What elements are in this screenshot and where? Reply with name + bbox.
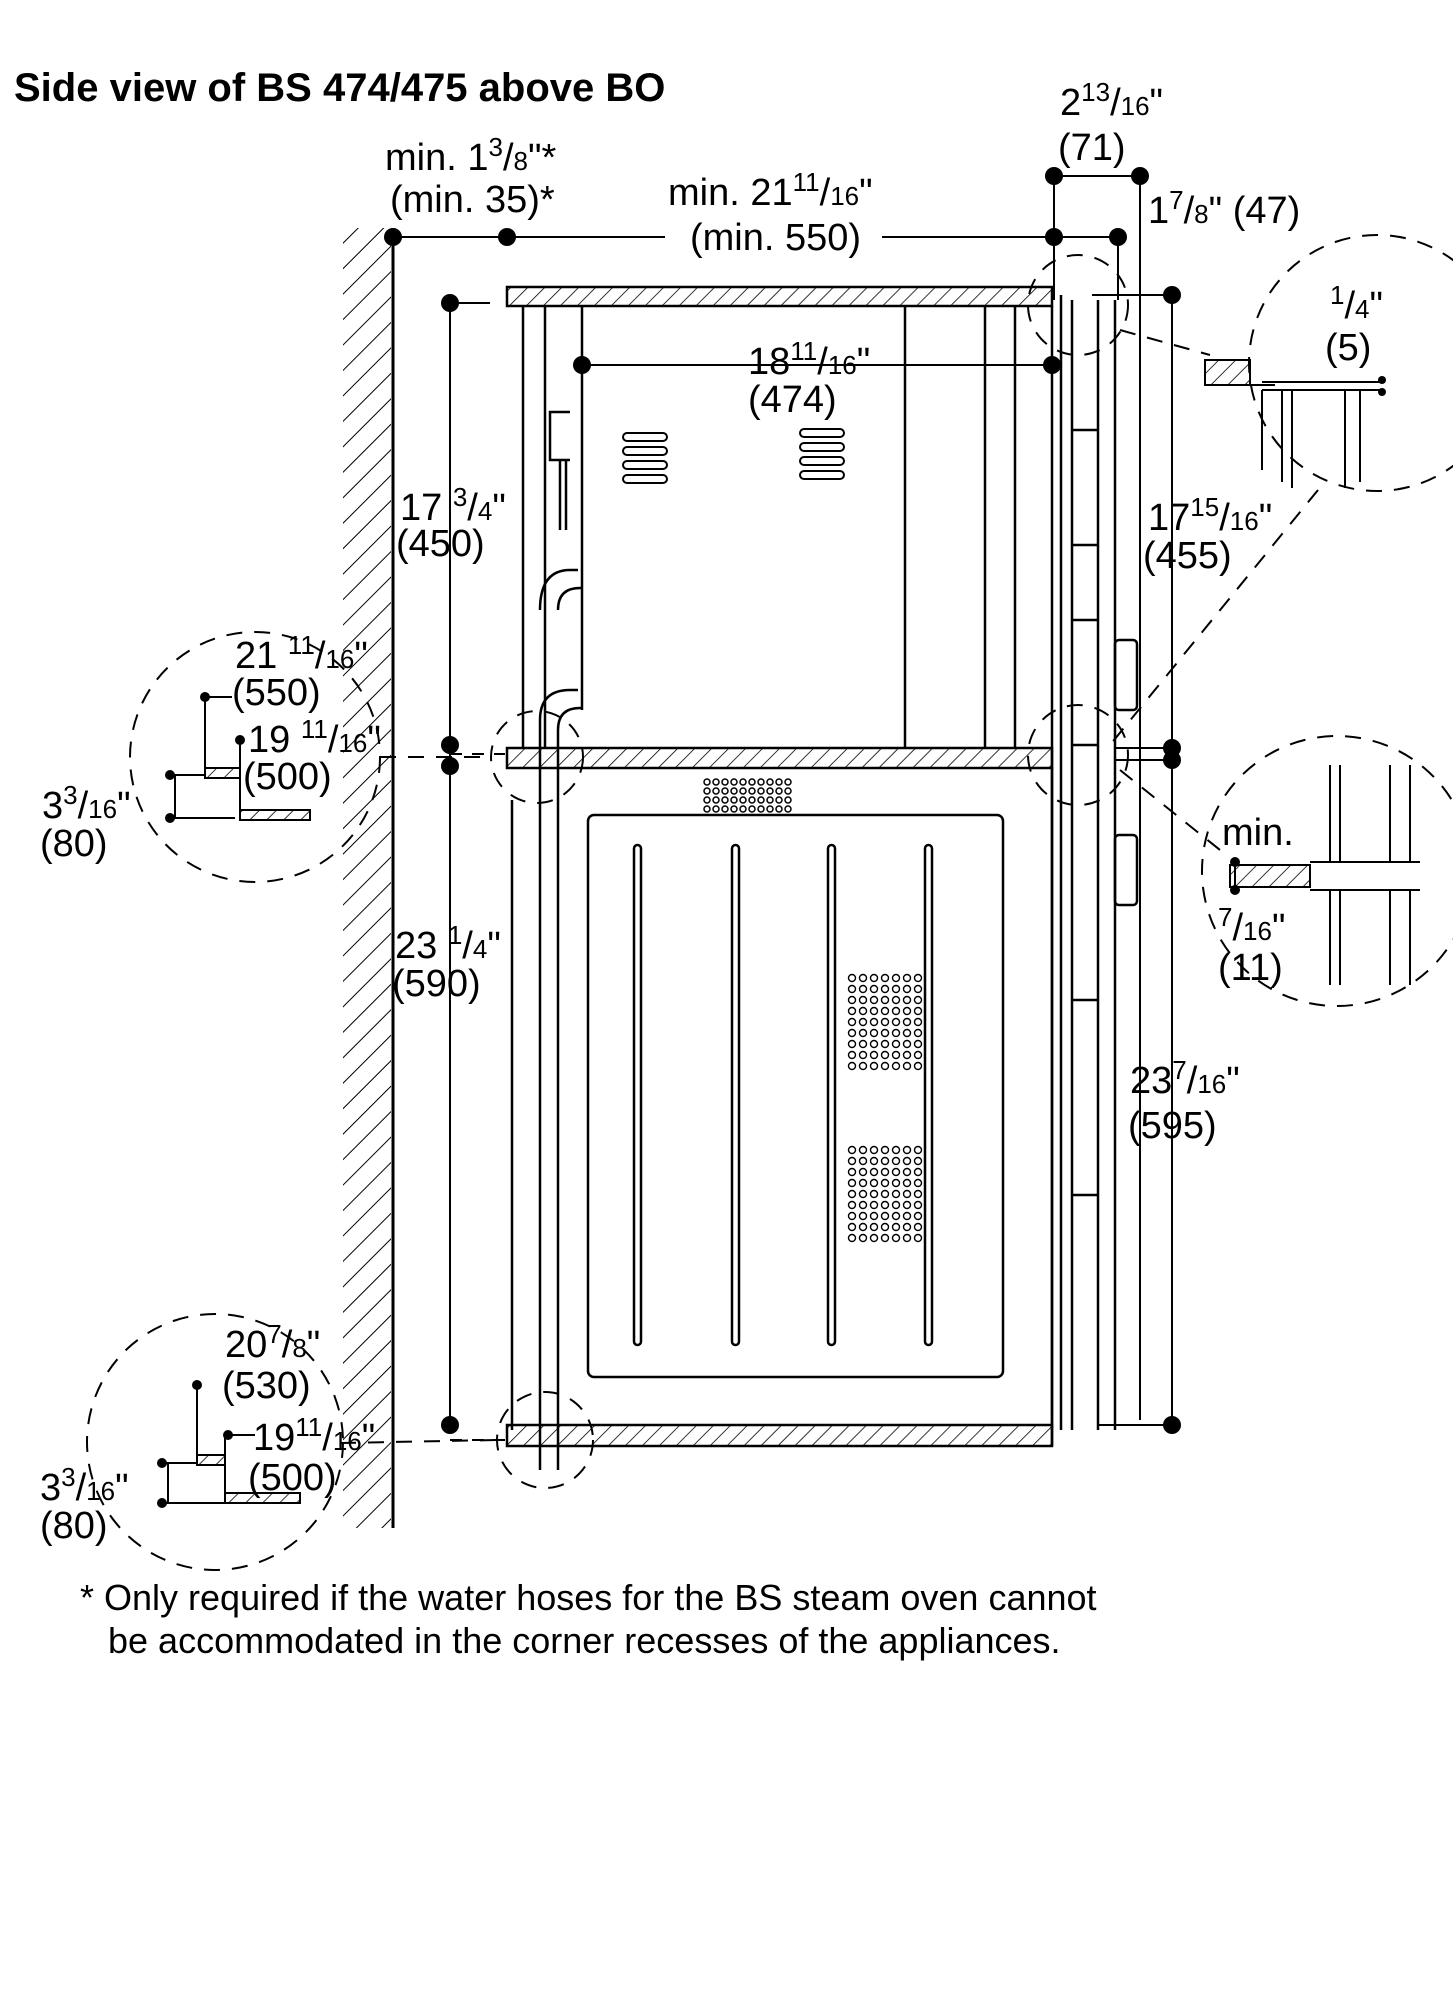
label-left-upper-80: 33/16" (80) [40,780,131,865]
svg-text:(min. 550): (min. 550) [690,217,861,259]
oven-fan-grilles [847,973,923,1243]
svg-text:(5): (5) [1325,327,1371,369]
label-height-595: 237/16" (595) [1128,1055,1240,1147]
svg-text:(11): (11) [1218,947,1283,989]
detail-top-right-dots [1378,376,1386,396]
label-left-upper-500: 19 11/16" (500) [243,714,381,798]
svg-text:207/8": 207/8" [225,1319,320,1366]
label-detail-5: 1/4" (5) [1325,280,1383,369]
svg-text:(550): (550) [232,672,321,714]
svg-text:23 1/4": 23 1/4" [395,920,501,967]
label-left-lower-500: 1911/16" (500) [248,1412,375,1499]
divider-vent-dots [703,778,792,813]
label-front-71: 213/16" (71) [1058,77,1163,169]
svg-text:33/16": 33/16" [42,780,131,827]
svg-text:17 3/4": 17 3/4" [400,482,506,529]
label-top-gap: min. 13/8"* (min. 35)* [385,132,556,221]
detail-left-lower-dots [157,1380,233,1508]
left-height-dots [441,294,459,1434]
back-wall [343,228,395,1528]
top-dimension-dots [384,167,1149,246]
svg-text:1715/16": 1715/16" [1148,492,1272,539]
detail-left-upper-dots [165,692,245,823]
detail-left-lower [162,1385,301,1504]
svg-text:(530): (530) [222,1365,311,1407]
svg-text:1811/16": 1811/16" [748,336,870,383]
svg-text:(595): (595) [1128,1105,1217,1147]
svg-text:213/16": 213/16" [1060,77,1163,124]
svg-text:7/16": 7/16" [1218,902,1285,949]
svg-text:(80): (80) [40,823,108,865]
svg-text:21 11/16": 21 11/16" [235,630,368,677]
svg-text:(450): (450) [396,523,485,565]
svg-text:(474): (474) [748,379,837,421]
svg-text:min.: min. [1222,812,1294,854]
steam-oven-vents [622,428,845,484]
label-detail-min: min. 7/16" (11) [1218,812,1294,989]
svg-text:(455): (455) [1143,535,1232,577]
label-height-450: 17 3/4" (450) [396,482,506,565]
left-height-dimension [449,302,505,1441]
oven-bo [505,768,1054,1448]
detail-right-mid-dots [1230,857,1240,895]
footnote-line-1: * Only required if the water hoses for t… [80,1577,1097,1618]
svg-text:(590): (590) [392,963,481,1005]
svg-text:33/16": 33/16" [40,1462,129,1509]
label-inner-474: 1811/16" (474) [748,336,870,421]
right-height-dimension [1092,294,1173,1426]
svg-text:(min. 35)*: (min. 35)* [390,179,555,221]
svg-text:237/16": 237/16" [1130,1055,1240,1102]
label-left-upper-550: 21 11/16" (550) [232,630,368,714]
divider-shelf [505,746,1054,770]
svg-text:(500): (500) [248,1457,337,1499]
svg-text:19 11/16": 19 11/16" [248,714,381,761]
label-front-47: 17/8" (47) [1148,185,1300,232]
diagram-title: Side view of BS 474/475 above BO [14,66,665,110]
svg-text:1911/16": 1911/16" [253,1412,375,1459]
svg-text:(80): (80) [40,1505,108,1547]
svg-text:(71): (71) [1058,127,1126,169]
label-left-lower-530: 207/8" (530) [222,1319,320,1407]
footnote-line-2: be accommodated in the corner recesses o… [108,1620,1061,1661]
label-height-455: 1715/16" (455) [1143,492,1272,577]
right-height-dots [1163,286,1181,1434]
label-height-590: 23 1/4" (590) [392,920,501,1005]
detail-left-upper [168,696,311,821]
label-top-depth: min. 2111/16" (min. 550) [668,167,873,259]
svg-text:17/8" (47): 17/8" (47) [1148,185,1300,232]
svg-text:(500): (500) [243,756,332,798]
inner-depth-dots [573,356,1061,374]
water-hose [538,568,582,1470]
detail-top-right [1204,359,1380,488]
svg-text:min. 2111/16": min. 2111/16" [668,167,873,214]
steam-oven-bs [505,285,1139,1430]
svg-text:1/4": 1/4" [1330,280,1383,327]
label-left-lower-80: 33/16" (80) [40,1462,129,1547]
svg-text:min. 13/8"*: min. 13/8"* [385,132,556,179]
